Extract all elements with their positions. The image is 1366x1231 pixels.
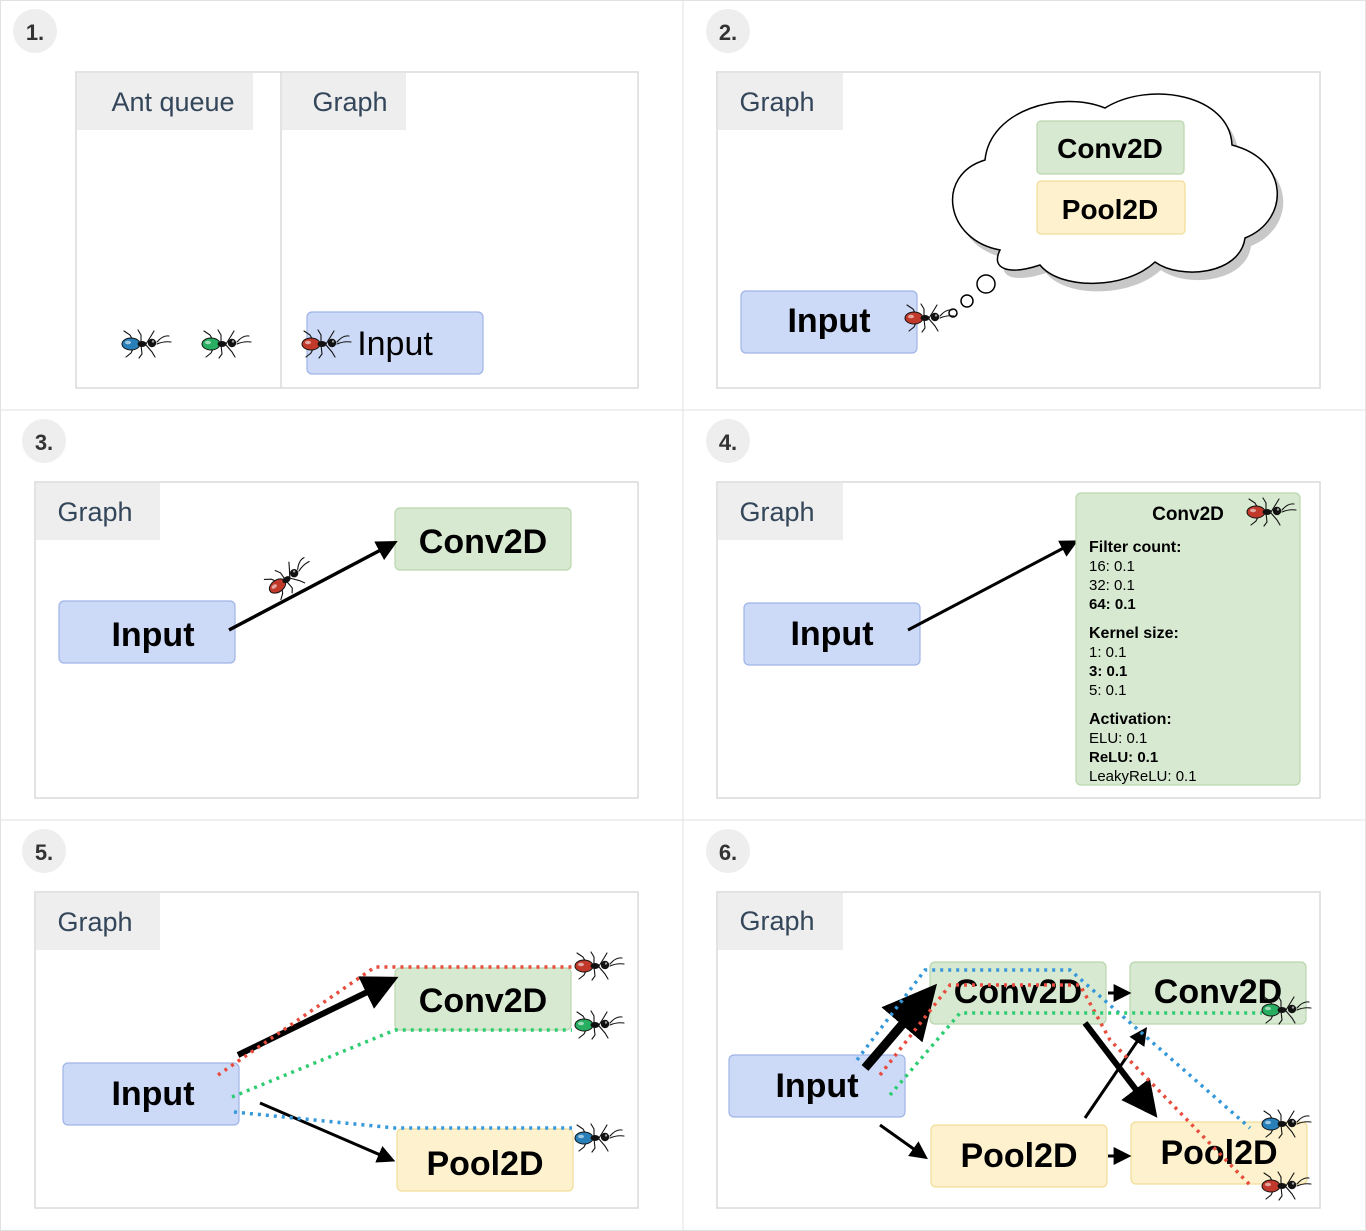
- svg-text:6.: 6.: [719, 840, 737, 865]
- node-input[interactable]: Input: [743, 602, 921, 666]
- param-option: ReLU: 0.1: [1089, 749, 1158, 766]
- panel-4: 4. Graph Input Conv2D Filter count: 16: 0…: [706, 419, 1321, 799]
- step-badge-6: 6.: [706, 829, 750, 873]
- step-badge-4: 4.: [706, 419, 750, 463]
- node-pool2d-2[interactable]: Pool2D: [1130, 1121, 1308, 1185]
- param-heading: Kernel size:: [1089, 625, 1179, 642]
- svg-text:1.: 1.: [26, 20, 44, 45]
- param-card-conv2d[interactable]: Conv2D Filter count: 16: 0.1 32: 0.1 64: 0.…: [1075, 492, 1301, 786]
- svg-text:Input: Input: [787, 302, 870, 340]
- svg-text:Input: Input: [775, 1067, 858, 1105]
- node-input[interactable]: Input: [58, 600, 236, 664]
- svg-text:4.: 4.: [719, 430, 737, 455]
- param-heading: Activation:: [1089, 711, 1172, 728]
- node-pool2d[interactable]: Pool2D: [1036, 180, 1186, 235]
- ant-icon-red: [301, 329, 352, 359]
- ant-icon-red: [904, 303, 955, 333]
- node-input[interactable]: Input: [740, 290, 918, 354]
- param-option: LeakyReLU: 0.1: [1089, 768, 1197, 785]
- node-input[interactable]: Input: [62, 1062, 240, 1126]
- svg-text:Pool2D: Pool2D: [960, 1137, 1077, 1175]
- param-card-title: Conv2D: [1152, 504, 1224, 525]
- svg-text:2.: 2.: [719, 20, 737, 45]
- node-conv2d[interactable]: Conv2D: [394, 967, 572, 1031]
- ant-icon-blue: [1261, 1109, 1312, 1139]
- svg-text:Input: Input: [790, 615, 873, 653]
- ant-icon-blue: [574, 1123, 625, 1153]
- svg-text:Graph: Graph: [312, 87, 387, 117]
- node-conv2d[interactable]: Conv2D: [1036, 120, 1185, 175]
- tab-graph[interactable]: Graph: [282, 73, 406, 130]
- step-badge-5: 5.: [22, 829, 66, 873]
- param-option: 3: 0.1: [1089, 663, 1127, 680]
- panel-5: 5. Graph Input Conv2D Pool2D: [22, 829, 639, 1209]
- svg-text:Graph: Graph: [57, 497, 132, 527]
- ant-icon-green: [1261, 995, 1312, 1025]
- ant-icon-red: [1261, 1171, 1312, 1201]
- svg-text:Input: Input: [111, 616, 194, 654]
- svg-text:Pool2D: Pool2D: [1160, 1134, 1277, 1172]
- svg-text:Graph: Graph: [739, 497, 814, 527]
- param-option: 64: 0.1: [1089, 596, 1136, 613]
- node-conv2d[interactable]: Conv2D: [394, 507, 572, 571]
- svg-text:Conv2D: Conv2D: [1154, 973, 1282, 1011]
- svg-text:Conv2D: Conv2D: [954, 973, 1082, 1011]
- step-badge-3: 3.: [22, 419, 66, 463]
- panel-3: 3. Graph Input Conv2D: [22, 419, 639, 799]
- tab-graph[interactable]: Graph: [36, 893, 160, 950]
- svg-text:3.: 3.: [35, 430, 53, 455]
- tab-graph[interactable]: Graph: [718, 893, 843, 950]
- param-heading: Filter count:: [1089, 539, 1181, 556]
- ant-paths: [855, 968, 1262, 1187]
- panel-6: 6. Graph Input Conv2D Conv2D Pool2D Pool…: [706, 829, 1321, 1209]
- param-option: 16: 0.1: [1089, 558, 1135, 575]
- edge-input-conv: [228, 541, 398, 632]
- panel-1: 1. Ant queue Graph Input: [13, 9, 639, 389]
- panel-2: 2. Graph Conv2D Pool2D Input: [706, 9, 1321, 389]
- ant-icon-green: [574, 1010, 625, 1040]
- step-badge-1: 1.: [13, 9, 57, 53]
- edges: [861, 983, 1158, 1165]
- ant-icon-red: [1246, 497, 1297, 527]
- node-conv2d-1[interactable]: Conv2D: [929, 961, 1107, 1025]
- node-pool2d[interactable]: Pool2D: [396, 1128, 574, 1192]
- param-option: 1: 0.1: [1089, 644, 1127, 661]
- ant-paths: [217, 965, 572, 1130]
- svg-text:Pool2D: Pool2D: [1062, 194, 1158, 225]
- ant-icon-red: [263, 557, 310, 601]
- ant-icon-red: [574, 951, 625, 981]
- tab-graph[interactable]: Graph: [718, 483, 843, 540]
- svg-text:Pool2D: Pool2D: [426, 1145, 543, 1183]
- edge-input-conv: [907, 540, 1079, 632]
- ant-icon-green-queue: [201, 329, 252, 359]
- param-option: 5: 0.1: [1089, 682, 1127, 699]
- node-pool2d-1[interactable]: Pool2D: [930, 1124, 1108, 1188]
- svg-text:Graph: Graph: [739, 906, 814, 936]
- svg-text:Conv2D: Conv2D: [419, 523, 547, 561]
- svg-text:Conv2D: Conv2D: [1057, 133, 1163, 164]
- tab-graph[interactable]: Graph: [718, 73, 843, 130]
- svg-text:5.: 5.: [35, 840, 53, 865]
- node-input[interactable]: Input: [728, 1054, 906, 1118]
- step-badge-2: 2.: [706, 9, 750, 53]
- ant-icon-blue-queue: [121, 329, 172, 359]
- svg-text:Conv2D: Conv2D: [419, 982, 547, 1020]
- node-input[interactable]: Input: [306, 311, 484, 375]
- svg-text:Ant queue: Ant queue: [111, 87, 234, 117]
- param-option: ELU: 0.1: [1089, 730, 1147, 747]
- param-option: 32: 0.1: [1089, 577, 1135, 594]
- param-list: Filter count: 16: 0.1 32: 0.1 64: 0.1Kernel…: [1089, 539, 1197, 785]
- svg-text:Input: Input: [111, 1075, 194, 1113]
- svg-text:Graph: Graph: [739, 87, 814, 117]
- tab-ant-queue[interactable]: Ant queue: [77, 73, 253, 130]
- tab-graph[interactable]: Graph: [36, 483, 160, 540]
- svg-text:Graph: Graph: [57, 907, 132, 937]
- svg-text:Input: Input: [357, 325, 433, 363]
